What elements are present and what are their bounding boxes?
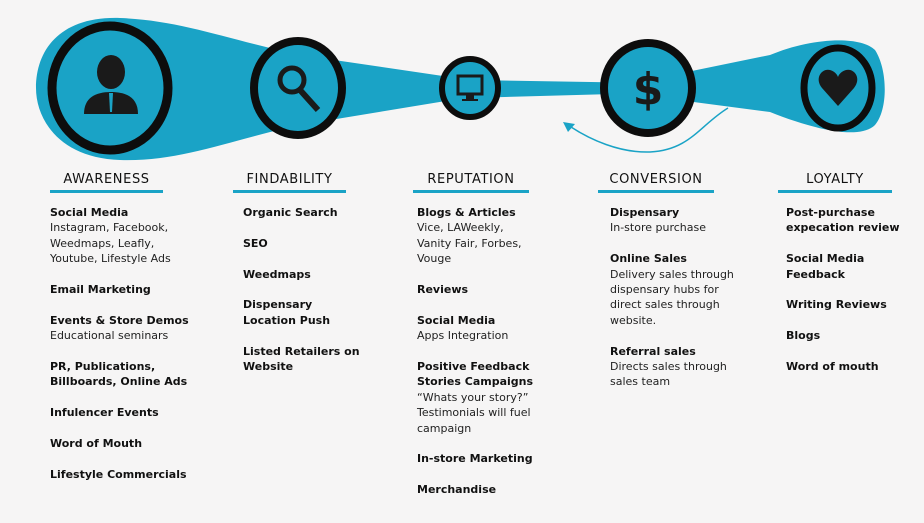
item-title: Social Media Feedback bbox=[786, 252, 865, 281]
list-item: SEO bbox=[243, 236, 403, 251]
item-title: Reviews bbox=[417, 283, 469, 297]
item-title: Blogs bbox=[786, 329, 821, 343]
item-title: Writing Reviews bbox=[786, 298, 887, 312]
list-item: Organic Search bbox=[243, 205, 403, 220]
item-title: Referral sales bbox=[610, 344, 696, 358]
list-item: Post-purchase expecation review bbox=[786, 205, 924, 236]
item-description: Instagram, Facebook, Weedmaps, Leafly, Y… bbox=[50, 221, 171, 266]
item-description: Educational seminars bbox=[50, 329, 169, 343]
list-item: Positive Feedback Stories Campaigns“What… bbox=[417, 359, 577, 436]
item-title: Dispensary Location Push bbox=[243, 298, 331, 327]
item-title: Word of mouth bbox=[786, 360, 879, 373]
list-item: Blogs bbox=[786, 328, 924, 343]
list-item: Reviews bbox=[417, 282, 577, 297]
list-item: Weedmaps bbox=[243, 267, 403, 282]
stage-header: REPUTATION bbox=[413, 172, 529, 193]
item-description: Directs sales through sales team bbox=[610, 360, 727, 389]
list-item: Social Media Feedback bbox=[786, 251, 924, 282]
svg-text:$: $ bbox=[633, 64, 664, 115]
item-description: Delivery sales through dispensary hubs f… bbox=[610, 267, 734, 327]
list-item: Dispensary Location Push bbox=[243, 297, 403, 328]
stage-header: CONVERSION bbox=[598, 172, 714, 193]
item-title: Email Marketing bbox=[50, 283, 151, 297]
item-title: Events & Store Demos bbox=[50, 313, 189, 327]
item-title: In-store Marketing bbox=[417, 452, 533, 466]
item-title: Merchandise bbox=[417, 483, 497, 497]
list-item: Word of Mouth bbox=[50, 436, 210, 451]
list-item: Infulencer Events bbox=[50, 405, 210, 420]
stage-header: FINDABILITY bbox=[233, 172, 346, 193]
item-title: Online Sales bbox=[610, 252, 687, 266]
item-title: SEO bbox=[243, 236, 268, 250]
arrow-head-icon bbox=[563, 122, 575, 132]
item-title: Word of Mouth bbox=[50, 437, 143, 451]
item-title: Lifestyle Commercials bbox=[50, 467, 187, 481]
item-title: Dispensary bbox=[610, 206, 680, 219]
item-description: In-store purchase bbox=[610, 221, 706, 235]
item-description: Apps Integration bbox=[417, 329, 509, 343]
item-title: Positive Feedback Stories Campaigns bbox=[417, 360, 534, 389]
search-icon bbox=[250, 37, 346, 139]
item-title: Blogs & Articles bbox=[417, 206, 516, 219]
item-description: “Whats your story?” Testimonials will fu… bbox=[417, 390, 531, 435]
list-item: Merchandise bbox=[417, 482, 577, 497]
list-item: PR, Publications, Billboards, Online Ads bbox=[50, 359, 210, 390]
referral-arrow bbox=[567, 107, 729, 153]
item-title: Organic Search bbox=[243, 206, 338, 219]
person-icon bbox=[47, 21, 173, 155]
item-title: Social Media bbox=[50, 206, 129, 219]
funnel-graphic: $ bbox=[36, 17, 885, 161]
item-title: Weedmaps bbox=[243, 267, 311, 281]
item-title: Listed Retailers on Website bbox=[243, 344, 360, 373]
stage-header: AWARENESS bbox=[50, 172, 163, 193]
monitor-icon bbox=[439, 56, 501, 120]
list-item: Email Marketing bbox=[50, 282, 210, 297]
list-item: Writing Reviews bbox=[786, 297, 924, 312]
item-title: Social Media bbox=[417, 313, 496, 327]
item-title: PR, Publications, Billboards, Online Ads bbox=[50, 360, 188, 389]
list-item: Word of mouth bbox=[786, 359, 924, 374]
dollar-icon: $ bbox=[600, 39, 696, 137]
item-title: Infulencer Events bbox=[50, 406, 159, 420]
list-item: Lifestyle Commercials bbox=[50, 467, 210, 482]
list-item: Listed Retailers on Website bbox=[243, 344, 403, 375]
stage-header: LOYALTY bbox=[778, 172, 892, 193]
heart-icon bbox=[800, 44, 876, 132]
item-title: Post-purchase expecation review bbox=[786, 206, 900, 235]
list-item: In-store Marketing bbox=[417, 451, 577, 466]
item-description: Vice, LAWeekly, Vanity Fair, Forbes, Vou… bbox=[417, 221, 522, 266]
